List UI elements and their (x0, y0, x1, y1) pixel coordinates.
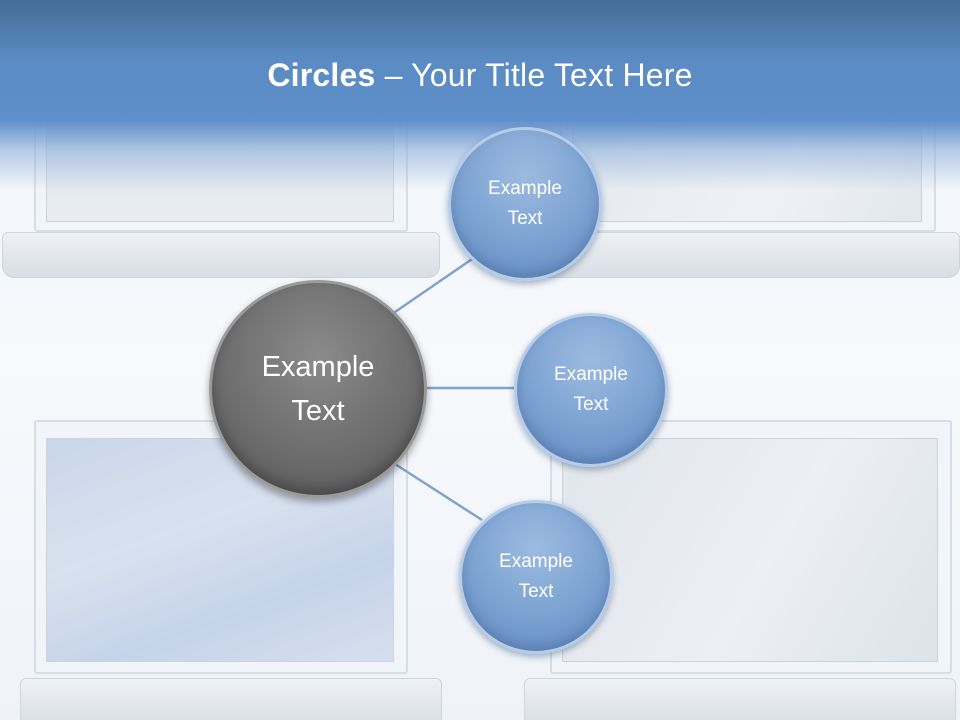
center-circle[interactable]: Example Text (209, 280, 427, 498)
satellite-circle-middle-label: Example Text (554, 364, 628, 415)
satellite-circle-top-label: Example Text (488, 178, 562, 229)
satellite-circle-bottom[interactable]: Example Text (459, 500, 613, 654)
satellite-circle-middle[interactable]: Example Text (514, 313, 668, 467)
satellite-circle-bottom-label: Example Text (499, 551, 573, 602)
center-circle-label: Example Text (261, 351, 375, 427)
title-bold: Circles (267, 57, 376, 93)
satellite-circle-top[interactable]: Example Text (448, 127, 602, 281)
connector-line-bottom (394, 462, 483, 522)
connector-line-top (394, 253, 479, 314)
slide-title: Circles – Your Title Text Here (0, 55, 960, 95)
title-rest: – Your Title Text Here (375, 57, 693, 93)
